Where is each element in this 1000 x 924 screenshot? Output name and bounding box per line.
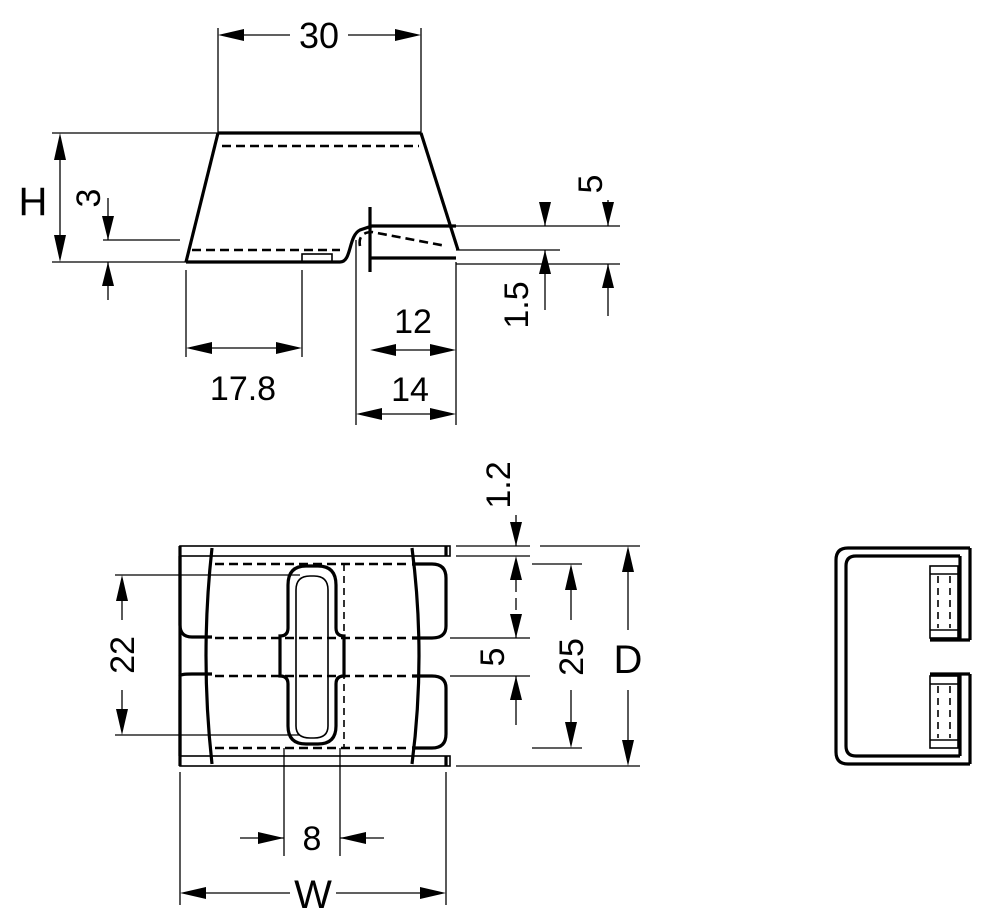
end-view [834, 546, 972, 766]
dim-hole-8: 8 [303, 820, 322, 858]
dim-len-14: 14 [391, 371, 429, 409]
dim-len-12: 12 [394, 303, 432, 341]
dim-gap-1-2: 1.2 [480, 461, 518, 508]
dim-slot-5: 5 [474, 648, 512, 667]
side-view: 30 H 3 5 1.5 12 [19, 15, 620, 425]
dim-len-17-8: 17.8 [210, 370, 276, 408]
dim-tab-1-5: 1.5 [498, 281, 536, 328]
dim-depth-symbol: D [614, 638, 643, 682]
dim-span-25: 25 [553, 638, 591, 676]
dim-tab-5: 5 [572, 175, 610, 194]
dim-slot-22: 22 [104, 636, 142, 674]
plan-view: 22 1.2 5 25 D [104, 461, 642, 917]
dim-offset-3: 3 [70, 189, 108, 208]
dim-width-symbol: W [294, 873, 332, 917]
dim-height-symbol: H [19, 180, 48, 224]
dim-top-width: 30 [299, 15, 339, 56]
